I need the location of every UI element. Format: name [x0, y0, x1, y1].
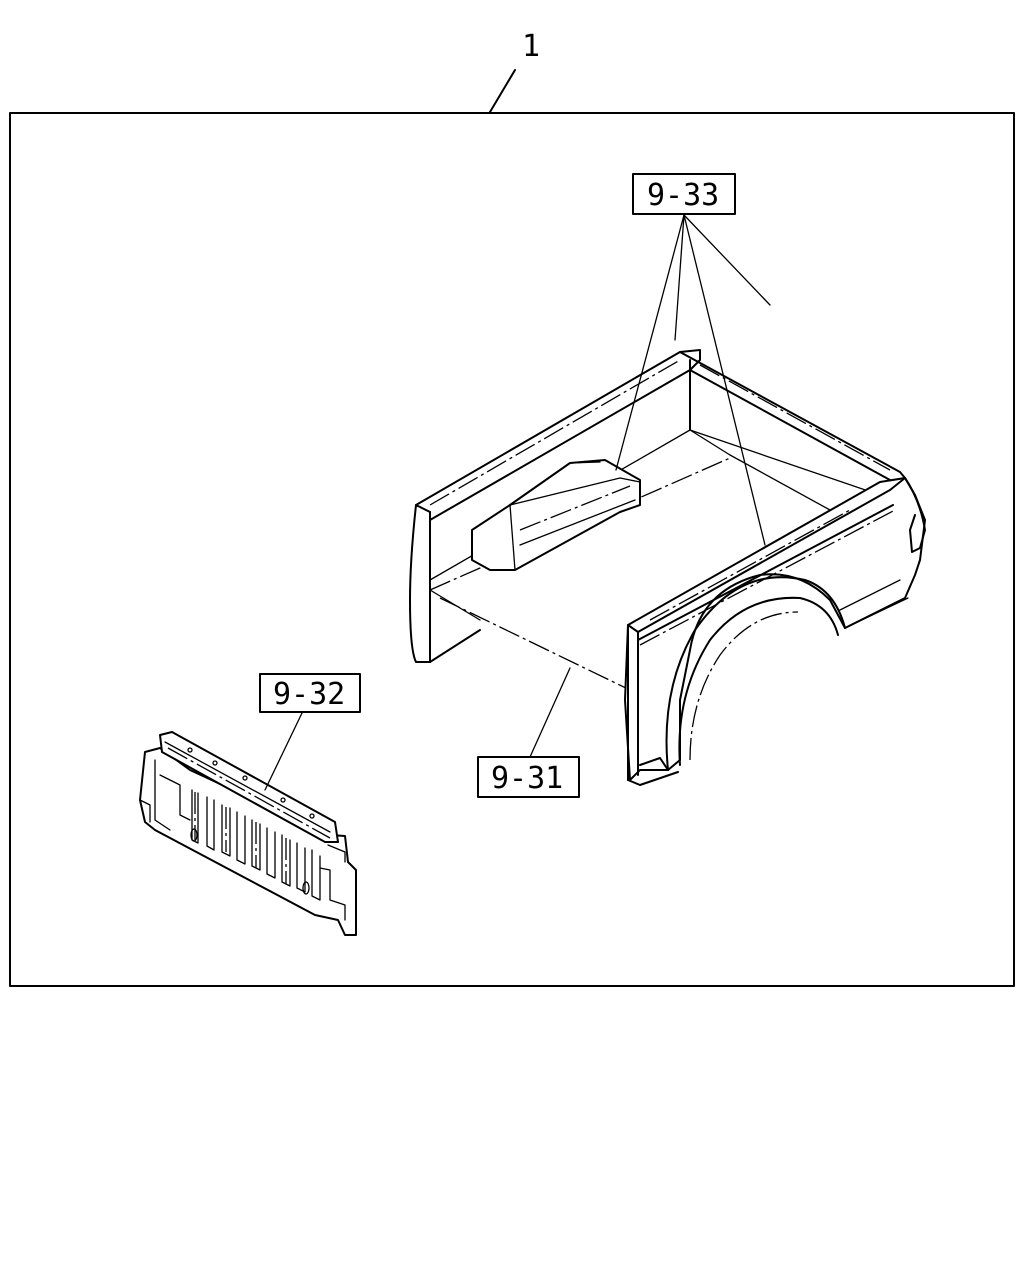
callout-9-33-label: 9-33: [647, 178, 719, 213]
callout-9-33[interactable]: 9-33: [632, 173, 736, 215]
tailgate-liner-drawing: [139, 731, 357, 936]
callout-9-32-label: 9-32: [273, 677, 345, 712]
truck-bed-liner-drawing: [409, 349, 926, 786]
assembly-frame: [9, 112, 1015, 987]
callout-9-32-box: [259, 673, 361, 713]
callout-9-31-box: [477, 756, 580, 798]
assembly-index-label: 1: [522, 29, 540, 64]
callout-9-31-leader: [529, 667, 571, 758]
callout-9-33-leaders: [615, 214, 771, 546]
callout-9-33-box: [632, 173, 736, 215]
callout-9-32-leader: [264, 712, 303, 791]
callout-9-32[interactable]: 9-32: [259, 673, 361, 713]
callout-9-31[interactable]: 9-31: [477, 756, 580, 798]
assembly-leader-line: [489, 69, 516, 113]
callout-9-31-label: 9-31: [491, 761, 563, 796]
